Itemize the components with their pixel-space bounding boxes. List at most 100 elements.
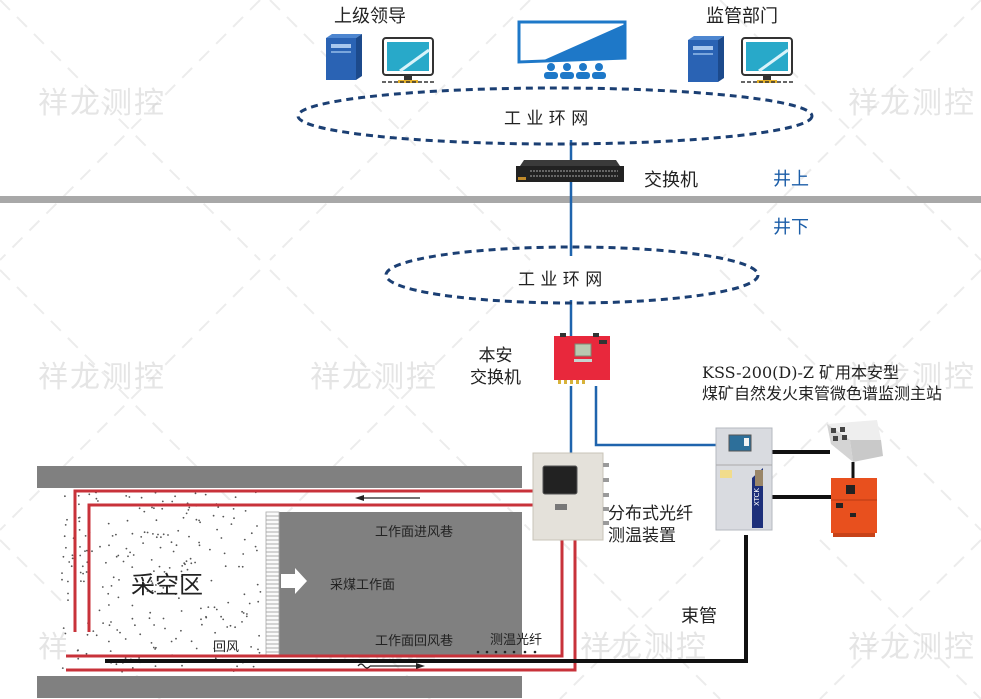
debris-dot [256,525,258,527]
debris-dot [109,650,112,652]
debris-dot [198,519,201,522]
debris-dot [257,648,259,651]
debris-dot [115,555,118,558]
debris-dot [115,663,118,666]
debris-dot [216,528,219,531]
debris-dot [250,532,253,535]
hydraulic-support [265,511,280,656]
debris-dot [91,550,93,553]
dts-label: 分布式光纤 测温装置 [608,503,693,547]
fiber-sensor-dots [476,650,537,654]
debris-dot [131,566,134,568]
intake-airflow-arrow [355,495,420,501]
debris-dot [155,646,157,649]
debris-dot [180,629,182,632]
debris-dot [170,640,173,643]
debris-dot [78,503,80,506]
debris-dot [115,533,117,536]
debris-dot [196,580,198,583]
debris-dot [131,604,134,607]
ground-surface-line [0,196,981,203]
debris-dot [220,537,223,539]
lower-ring-label: 工 业 环 网 [518,270,603,290]
debris-dot [150,642,153,644]
debris-dot [183,562,186,565]
debris-dot [138,657,141,659]
debris-dot [157,533,159,536]
debris-dot [110,585,113,587]
debris-dot [95,634,98,637]
debris-dot [258,634,260,637]
debris-dot [159,546,162,549]
debris-dot [80,580,82,582]
debris-dot [161,507,164,510]
debris-dot [175,544,178,547]
debris-dot [122,560,125,563]
debris-dot [163,571,166,573]
debris-dot [150,580,153,583]
debris-dot [108,604,110,606]
debris-dot [77,657,80,660]
debris-dot [252,665,255,668]
intrinsic-switch-label: 本安 交换机 [470,345,521,389]
debris-dot [86,633,89,636]
advance-arrow-icon [281,568,307,594]
debris-dot [61,667,64,669]
debris-dot [146,590,149,592]
debris-dot [148,617,151,620]
debris-dot [186,568,189,571]
debris-dot [86,549,88,552]
server-icon [688,36,724,82]
station-title: KSS-200(D)-Z 矿用本安型 煤矿自然发火束管微色谱监测主站 [702,362,942,404]
debris-dot [131,617,134,620]
debris-dot [187,509,190,511]
debris-dot [168,586,171,588]
debris-dot [143,510,146,513]
power-supply-box-icon [831,478,877,537]
link-intrinsic-switch-to-station [594,386,722,447]
debris-dot [107,592,110,595]
debris-dot [125,547,128,550]
debris-dot [102,622,104,624]
debris-dot [153,624,156,626]
debris-dot [62,555,65,558]
debris-dot [194,492,197,495]
debris-dot [151,590,154,592]
monitor-icon [741,37,795,83]
debris-dot [142,542,145,544]
intrinsic-switch-label-line1: 本安 [478,346,513,366]
debris-dot [77,517,80,519]
above-ground-label: 井上 [773,169,809,190]
debris-dot [108,624,111,627]
debris-dot [79,571,82,574]
debris-dot [223,552,226,555]
debris-dot [67,592,69,595]
debris-dot [129,551,132,554]
debris-dot [227,601,230,604]
cabinet-brand: XTCK [753,487,762,507]
debris-dot [132,554,135,556]
debris-dot [83,580,85,583]
dts-label-line2: 测温装置 [608,526,676,546]
upper-ring-label: 工 业 环 网 [504,109,589,129]
debris-dot [200,618,202,621]
temperature-fiber [66,489,577,672]
gas-analyzer-icon [827,420,883,462]
debris-dot [188,506,191,509]
debris-dot [177,529,180,532]
upper-roadway-wall [37,466,522,488]
debris-dot [112,576,115,579]
display-wall-icon [517,20,627,79]
debris-dot [172,550,175,553]
debris-dot [149,611,152,614]
debris-dot [214,631,217,634]
debris-dot [174,593,177,595]
debris-dot [84,535,87,537]
debris-dot [226,626,229,628]
debris-dot [229,624,232,627]
below-ground-label: 井下 [773,217,809,238]
debris-dot [205,615,207,618]
debris-dot [241,610,244,613]
debris-dot [243,538,246,541]
